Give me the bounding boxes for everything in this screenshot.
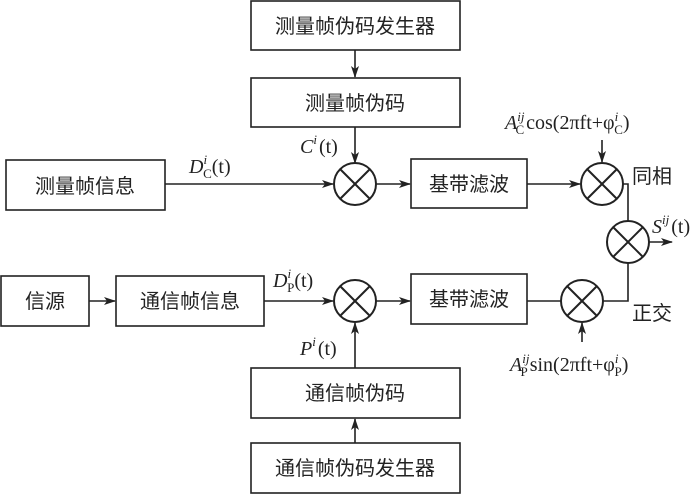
signal-label-p: Pi(t)	[299, 334, 337, 360]
mixer-measure-spread	[333, 162, 377, 206]
comm-code-generator-block: 通信帧伪码发生器	[250, 442, 461, 494]
source-block: 信源	[0, 275, 90, 327]
mixer-comm-spread	[333, 279, 377, 323]
measure-info-label: 测量帧信息	[35, 174, 135, 198]
comm-info-label: 通信帧信息	[140, 289, 240, 313]
measure-info-block: 测量帧信息	[5, 159, 166, 211]
line-in-phase	[623, 183, 629, 222]
baseband-filter-bottom-block: 基带滤波	[410, 273, 528, 325]
baseband-filter-top-label: 基带滤波	[429, 172, 509, 196]
mixer-cos-modulator	[580, 162, 624, 206]
signal-label-c: Ci(t)	[300, 132, 338, 158]
comm-info-block: 通信帧信息	[115, 275, 265, 327]
line-quadrature	[603, 262, 629, 302]
combiner	[606, 220, 650, 264]
comm-code-block: 通信帧伪码	[250, 367, 461, 419]
comm-code-label: 通信帧伪码	[305, 381, 405, 405]
signal-label-s: Sij(t)	[652, 212, 690, 238]
baseband-filter-bottom-label: 基带滤波	[429, 287, 509, 311]
source-label: 信源	[25, 289, 65, 313]
measure-code-block: 测量帧伪码	[250, 77, 461, 128]
comm-code-generator-label: 通信帧伪码发生器	[275, 456, 435, 480]
measure-code-generator-label: 测量帧伪码发生器	[275, 14, 435, 38]
mixer-sin-modulator	[560, 279, 604, 323]
quadrature-label: 正交	[632, 301, 672, 325]
measure-code-generator-block: 测量帧伪码发生器	[250, 0, 461, 51]
baseband-filter-top-block: 基带滤波	[410, 158, 528, 209]
measure-code-label: 测量帧伪码	[305, 91, 405, 115]
in-phase-label: 同相	[632, 164, 672, 188]
